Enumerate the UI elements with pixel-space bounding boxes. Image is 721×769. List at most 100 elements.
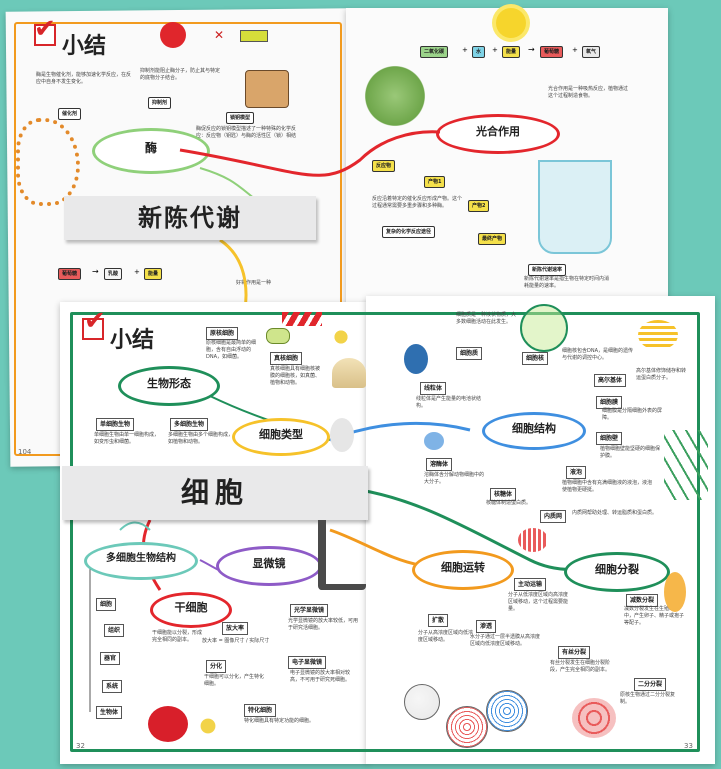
formula-plus-1: + <box>462 46 468 54</box>
bio-form-label: 生物形态 <box>147 377 191 390</box>
electron-microscope-label: 电子显微镜 <box>288 656 327 669</box>
hexagon-cells-icon <box>664 430 708 500</box>
ribosome-label: 核糖体 <box>490 488 517 501</box>
metabolic-rate-label: 新陈代谢速率 <box>528 264 567 276</box>
cell-structure-label: 细胞结构 <box>512 422 556 435</box>
light-microscope-label: 光学显微镜 <box>290 604 329 617</box>
reaction-product2: 产物2 <box>468 200 490 212</box>
nerve-cell-icon <box>186 706 230 746</box>
aerobic-text: 好氧作用是一种 <box>236 280 272 286</box>
front-page-left-number: 32 <box>76 742 85 750</box>
resp-arrow: → <box>92 267 99 276</box>
transport-label: 细胞运转 <box>441 561 485 574</box>
photosynthesis-label: 光合作用 <box>476 125 520 138</box>
neuron-icon <box>326 322 356 352</box>
golgi-icon <box>638 320 678 350</box>
cell-diagram-icon <box>520 304 568 352</box>
formula-plus-3: + <box>572 46 578 54</box>
differentiation-label: 分化 <box>206 660 227 673</box>
resp-plus: + <box>134 268 140 276</box>
formula-oxygen: 氧气 <box>582 46 601 58</box>
back-page-number: 104 <box>18 448 32 456</box>
metabolic-rate-text: 新陈代谢速率是指生物在特定时间内消耗能量的速率。 <box>524 276 610 289</box>
enzyme-label: 酶 <box>144 141 157 155</box>
meiosis-label: 减数分裂 <box>626 594 659 607</box>
osmosis-label: 渗透 <box>476 620 497 633</box>
resp-glucose: 葡萄糖 <box>58 268 82 280</box>
lysosome-text: 溶酶体含分解动物细胞中的大分子。 <box>424 472 485 485</box>
dividing-cells-icon <box>572 698 616 738</box>
golgi-label: 高尔基体 <box>594 374 627 387</box>
blood-cells-icon <box>148 706 188 742</box>
er-label: 内质网 <box>540 510 567 523</box>
mito-icon <box>404 344 428 374</box>
osmosis-text: 水分子通过一层半透膜从高浓度区域向低浓度区域移动。 <box>470 634 541 647</box>
back-banner: 新陈代谢 <box>64 196 316 240</box>
formula-arrow: → <box>528 45 535 54</box>
level-system: 系统 <box>102 680 123 693</box>
unicellular-text: 单细胞生物由单一细胞构成，如变形虫和细菌。 <box>94 432 160 445</box>
vacuole-text: 植物细胞中含有充满细胞液的液泡，液泡使植物更硬挺。 <box>562 480 653 493</box>
reaction-reactant: 反应物 <box>372 160 396 172</box>
reaction-label: 复杂的化学反应途径 <box>382 226 436 238</box>
diffusion-label: 扩散 <box>428 614 449 627</box>
formula-co2: 二氧化碳 <box>420 46 449 58</box>
back-title: 小结 <box>62 34 107 59</box>
magnify-text: 放大率 = 图像尺寸 / 实际尺寸 <box>202 638 270 644</box>
multicellular-structure-label: 多细胞生物结构 <box>106 553 176 564</box>
formula-water: 水 <box>472 46 486 58</box>
cell-type-label: 细胞类型 <box>259 428 303 441</box>
front-check-icon <box>82 318 104 340</box>
magnify-label: 放大率 <box>222 622 249 635</box>
membrane-label: 细胞膜 <box>596 396 623 409</box>
cytoplasm-text: 细胞质是一种液状物质，大多数细胞活动在此发生。 <box>456 312 517 325</box>
nucleus-label: 细胞核 <box>522 352 549 365</box>
active-transport-text: 分子从低浓度区域向高浓度区域移动，这个过程需要能量。 <box>508 592 569 612</box>
catalyst-label: 催化剂 <box>58 108 82 120</box>
level-tissue: 组织 <box>104 624 125 637</box>
binary-text: 原核生物通过二分分裂复制。 <box>620 692 676 705</box>
differentiation-text: 干细胞可以分化，产生特化细胞。 <box>204 674 265 687</box>
golgi-text: 高尔基体修饰储存和转运蛋白质分子。 <box>636 368 687 381</box>
diffusion-circle-2 <box>446 706 488 748</box>
resp-energy: 能量 <box>144 268 163 280</box>
multicellular-text: 多细胞生物由多个细胞构成，如植物和动物。 <box>168 432 234 445</box>
formula-energy: 能量 <box>502 46 521 58</box>
microscope-label: 显微镜 <box>252 557 286 570</box>
front-title: 小结 <box>110 328 155 353</box>
bacteria-icon <box>266 328 290 344</box>
light-microscope-text: 光学显微镜的放大率较低，可用于研究活细胞。 <box>288 618 359 631</box>
microscope-oval: 显微镜 <box>216 546 322 586</box>
cell-structure-oval: 细胞结构 <box>482 412 586 450</box>
resp-lactic: 乳酸 <box>104 268 123 280</box>
bio-form-oval: 生物形态 <box>118 366 220 406</box>
er-text: 内质网帮助处理、转运脂质和蛋白质。 <box>572 510 658 516</box>
prokaryote-label: 原核细胞 <box>206 327 239 340</box>
microscope-icon <box>318 520 366 590</box>
stem-cell-oval: 干细胞 <box>150 592 232 628</box>
reaction-product1: 产物1 <box>424 176 446 188</box>
lysosome-icon <box>424 432 444 450</box>
front-banner: 细胞 <box>62 466 368 520</box>
back-banner-text: 新陈代谢 <box>138 204 242 232</box>
unicellular-label: 单细胞生物 <box>96 418 135 431</box>
front-banner-text: 细胞 <box>180 476 249 509</box>
wall-label: 细胞壁 <box>596 432 623 445</box>
level-organism: 生物体 <box>96 706 123 719</box>
er-icon <box>518 528 548 552</box>
inhibitor-label: 抑制剂 <box>148 97 172 109</box>
beaker-icon <box>538 160 612 254</box>
mito-text: 线粒体是产生能量的电池状结构。 <box>416 396 482 409</box>
formula-plus-2: + <box>492 46 498 54</box>
front-page-right-number: 33 <box>684 742 693 750</box>
level-cell: 细胞 <box>96 598 117 611</box>
mitosis-text: 有丝分裂发生在细胞分裂阶段，产生完全相同的副本。 <box>550 660 611 673</box>
wall-text: 植物细胞壁能坚硬的细胞保护膜。 <box>600 446 661 459</box>
diffusion-text: 分子从高浓度区域向低浓度区域移动。 <box>418 630 474 643</box>
mito-label: 线粒体 <box>420 382 447 395</box>
multicellular-structure-oval: 多细胞生物结构 <box>84 542 198 580</box>
diffusion-circle-3 <box>486 690 528 732</box>
lock-key-label: 锁钥模型 <box>226 112 255 124</box>
substrate-x-icon: ✕ <box>214 28 225 42</box>
yellow-tag-icon <box>240 30 268 42</box>
